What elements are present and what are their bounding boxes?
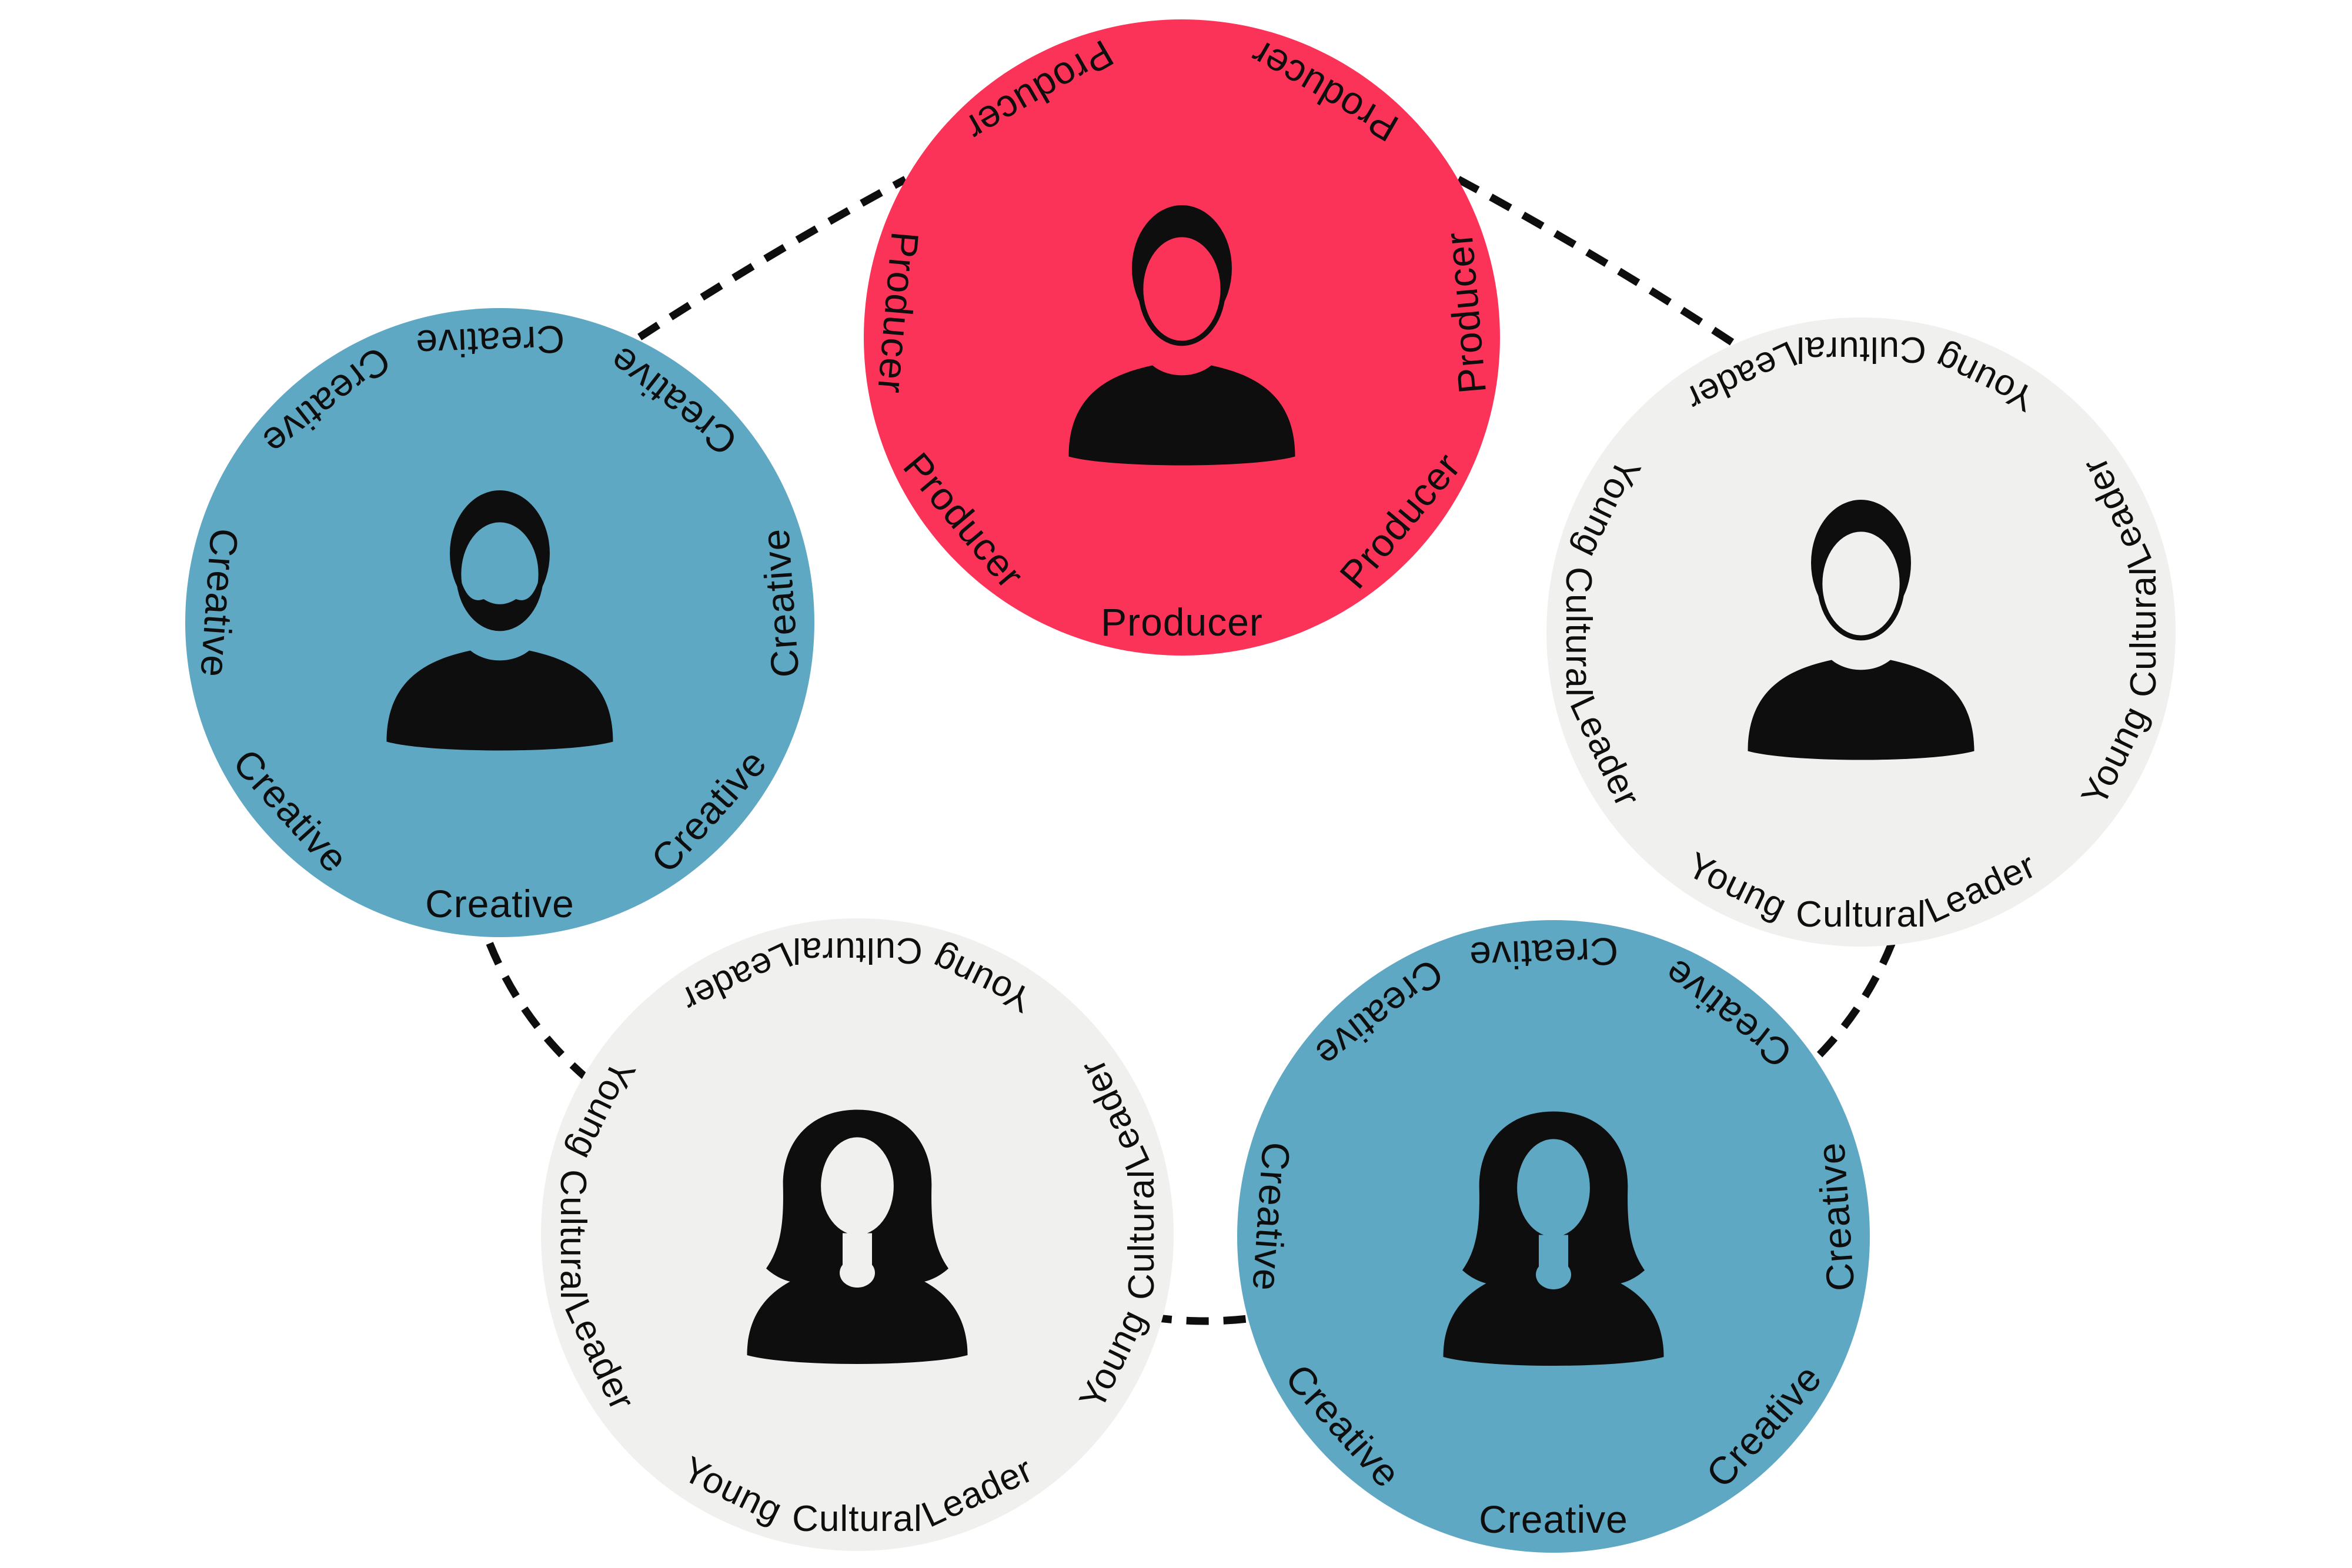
ring-label-word: Cultural	[553, 1169, 593, 1300]
ring-label-word: Cultural	[1121, 1169, 1162, 1300]
male-user-icon	[1748, 500, 1975, 760]
ring-label-word: Creative	[1809, 1141, 1863, 1292]
ring-label-word: Cultural	[1796, 894, 1926, 935]
female-user-icon	[747, 1109, 968, 1364]
ring-label-word: Cultural	[792, 930, 923, 971]
bearded-male-user-icon	[386, 490, 613, 751]
dashed-connector-ycl-bottom-to-creative-bottom	[1149, 1313, 1262, 1325]
male-user-icon	[1068, 205, 1295, 466]
ring-label-word: Creative	[425, 882, 574, 925]
ring-label-word: Creative	[192, 527, 246, 679]
ring-label-word: Cultural	[1796, 329, 1926, 370]
ring-label-word: Creative	[753, 527, 807, 679]
ring-label-word: Creative	[1468, 930, 1619, 978]
ring-label-word: Cultural	[792, 1499, 923, 1539]
node-producer-top[interactable]: ProducerProducerProducerProducerProducer…	[864, 19, 1500, 656]
ring-label-word: Creative	[1479, 1497, 1628, 1541]
female-user-icon	[1443, 1111, 1664, 1366]
ring-label-word: Producer	[1101, 600, 1263, 644]
ring-label-word: Cultural	[2123, 567, 2164, 697]
ring-label-word: Creative	[415, 317, 565, 366]
dashed-connector-producer-to-ycl-right	[1456, 176, 1758, 361]
ring-label-word: Creative	[1244, 1141, 1298, 1292]
dashed-connector-creative-left-to-producer	[606, 176, 908, 361]
ring-label-word: Cultural	[1558, 567, 1599, 697]
